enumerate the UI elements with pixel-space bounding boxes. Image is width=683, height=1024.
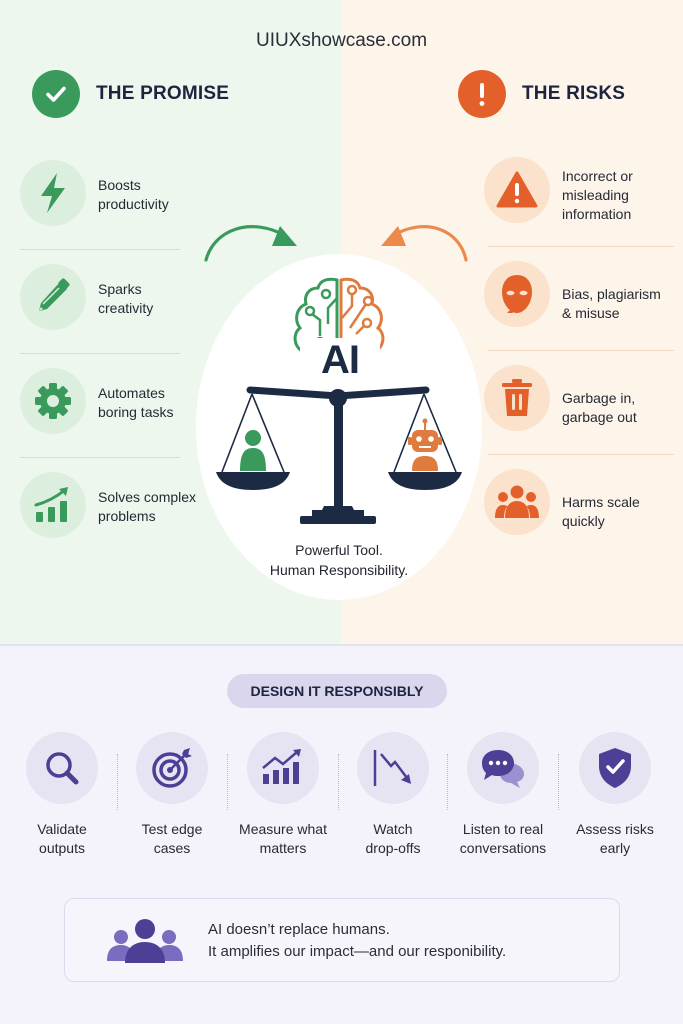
step-label: drop-offs (365, 840, 421, 856)
tagline-line: Powerful Tool. (295, 542, 383, 558)
item-label: quickly (562, 513, 605, 529)
step-label: matters (259, 840, 307, 856)
divider (20, 456, 180, 458)
step-test-edge-cases: Test edge cases (116, 728, 228, 858)
item-label: Solves complex (98, 489, 197, 505)
divider (488, 453, 674, 455)
item-label: Automates (98, 385, 165, 401)
risk-item-harms: Harms scale quickly (484, 469, 674, 573)
item-label: & misuse (562, 305, 620, 321)
bar-chart-up-icon (247, 732, 319, 804)
step-label: outputs (39, 840, 85, 856)
item-label: Sparks (98, 281, 142, 297)
green-curved-arrow-icon (204, 225, 297, 262)
item-label: creativity (98, 300, 154, 316)
step-measure-what-matters: Measure what matters (227, 728, 339, 858)
target-icon (136, 732, 208, 804)
item-label: productivity (98, 196, 169, 212)
footer-quote-text: AI doesn’t replace humans. It amplifies … (208, 919, 506, 963)
risk-item-bias: Bias, plagiarism & misuse (484, 261, 674, 365)
lightning-icon (20, 160, 86, 226)
design-steps: Validate outputs Test edge cases Measure w… (0, 728, 683, 868)
quote-line: It amplifies our impact—and our responib… (208, 943, 507, 960)
item-label: Boosts (98, 177, 141, 193)
exclamation-icon (458, 70, 506, 118)
quote-line: AI doesn’t replace humans. (208, 921, 390, 938)
people-group-icon (107, 917, 183, 972)
step-label: Measure what (239, 821, 327, 837)
promise-list: Boosts productivity Sparks creativity (20, 160, 210, 576)
ai-logo-text: AI (300, 338, 380, 382)
promise-item-solves: Solves complex problems (20, 472, 210, 576)
item-label: problems (98, 508, 156, 524)
step-label: Test edge (141, 821, 203, 837)
gear-icon (20, 368, 86, 434)
step-label: Validate (37, 821, 87, 837)
dotted-divider (117, 754, 118, 810)
step-label: Watch (373, 821, 413, 837)
step-listen-conversations: Listen to real conversations (447, 728, 559, 858)
item-label: Harms scale (562, 494, 640, 510)
item-label: garbage out (562, 409, 637, 425)
shield-check-icon (579, 732, 651, 804)
check-icon (32, 70, 80, 118)
promise-title: THE PROMISE (96, 83, 230, 104)
promise-item-creativity: Sparks creativity (20, 264, 210, 368)
risk-item-garbage: Garbage in, garbage out (484, 365, 674, 469)
trash-can-icon (484, 365, 550, 431)
dotted-divider (447, 754, 448, 810)
group-icon (484, 469, 550, 535)
divider (20, 248, 180, 250)
step-label: cases (153, 840, 191, 856)
pencil-icon (20, 264, 86, 330)
risk-item-incorrect: Incorrect or misleading information (484, 157, 674, 261)
divider (20, 352, 180, 354)
ai-brain-icon (293, 277, 385, 364)
divider (488, 245, 674, 247)
item-label: Bias, plagiarism (562, 286, 661, 302)
site-title: UIUXshowcase.com (255, 30, 428, 51)
item-label: Garbage in, (562, 390, 636, 406)
dotted-divider (227, 754, 228, 810)
design-heading-pill: DESIGN IT RESPONSIBLY (227, 674, 447, 708)
magnifier-icon (26, 732, 98, 804)
item-label: information (562, 206, 632, 222)
promise-item-automates: Automates boring tasks (20, 368, 210, 472)
risks-header: THE RISKS (458, 70, 625, 118)
growth-chart-icon (20, 472, 86, 538)
tagline-line: Human Responsibility. (269, 562, 409, 578)
step-validate-outputs: Validate outputs (6, 728, 118, 858)
divider (488, 349, 674, 351)
masked-face-icon (484, 261, 550, 327)
step-watch-drop-offs: Watch drop-offs (337, 728, 449, 858)
risks-title: THE RISKS (522, 83, 626, 104)
step-label: early (599, 840, 631, 856)
item-label: Incorrect or (562, 168, 633, 184)
risks-list: Incorrect or misleading information Bias, … (484, 157, 674, 573)
dotted-divider (558, 754, 559, 810)
orange-curved-arrow-icon (381, 225, 468, 262)
promise-item-productivity: Boosts productivity (20, 160, 210, 264)
warning-triangle-icon (484, 157, 550, 223)
item-label: boring tasks (98, 404, 174, 420)
footer-quote-card: AI doesn’t replace humans. It amplifies … (64, 898, 620, 982)
promise-header: THE PROMISE (32, 70, 229, 118)
step-label: Assess risks (576, 821, 654, 837)
trend-down-icon (357, 732, 429, 804)
item-label: misleading (562, 187, 629, 203)
section-divider (0, 644, 683, 646)
step-label: conversations (459, 840, 547, 856)
step-label: Listen to real (462, 821, 544, 837)
dotted-divider (338, 754, 339, 810)
step-assess-risks: Assess risks early (559, 728, 671, 858)
balance-scale-icon (216, 386, 462, 524)
center-tagline: Powerful Tool. Human Responsibility. (196, 540, 482, 580)
chat-bubbles-icon (467, 732, 539, 804)
